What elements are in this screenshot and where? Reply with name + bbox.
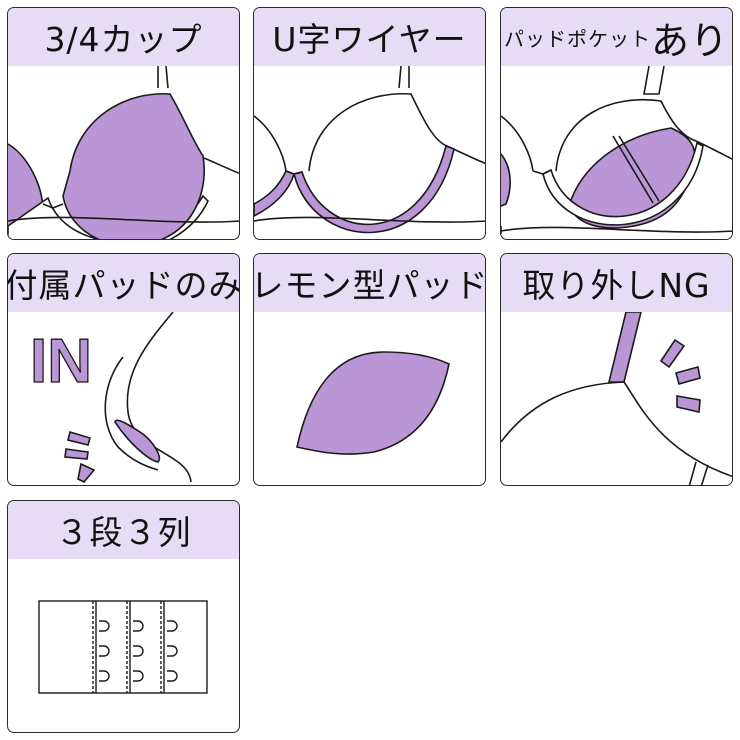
in-badge: IN: [30, 327, 92, 396]
strap-not-removable-icon: [501, 312, 732, 485]
panel-title-small: パッドポケット: [503, 26, 651, 51]
feature-panel-pad-pocket: パッドポケットあり: [500, 7, 733, 240]
pad-pocket-bra-icon: [501, 66, 732, 234]
panel-title: ３段３列: [8, 501, 239, 559]
feature-panel-lemon-pad: レモン型パッド: [253, 253, 486, 486]
feature-panel-strap-not-removable: 取り外しNG: [500, 253, 733, 486]
panel-title: U字ワイヤー: [254, 8, 485, 66]
three-row-three-column-hook-icon: [38, 600, 208, 694]
panel-title: レモン型パッド: [254, 254, 485, 312]
included-pad-only-icon: IN: [29, 312, 192, 483]
panel-title-big: あり: [650, 18, 729, 63]
feature-panel-three-quarter-cup: 3/4カップ: [7, 7, 240, 240]
panel-title: 3/4カップ: [8, 8, 239, 66]
feature-panel-three-row-three-column: ３段３列: [7, 500, 240, 733]
u-shaped-wire-bra-icon: [254, 66, 485, 234]
lemon-shaped-pad-icon: [296, 351, 450, 455]
panel-title: 取り外しNG: [501, 254, 732, 312]
feature-panel-included-pad-only: 付属パッドのみ IN: [7, 253, 240, 486]
panel-title: 付属パッドのみ: [8, 254, 239, 312]
three-quarter-cup-bra-icon: [8, 66, 239, 239]
panel-title: パッドポケットあり: [501, 8, 732, 66]
feature-panel-u-wire: U字ワイヤー: [253, 7, 486, 240]
